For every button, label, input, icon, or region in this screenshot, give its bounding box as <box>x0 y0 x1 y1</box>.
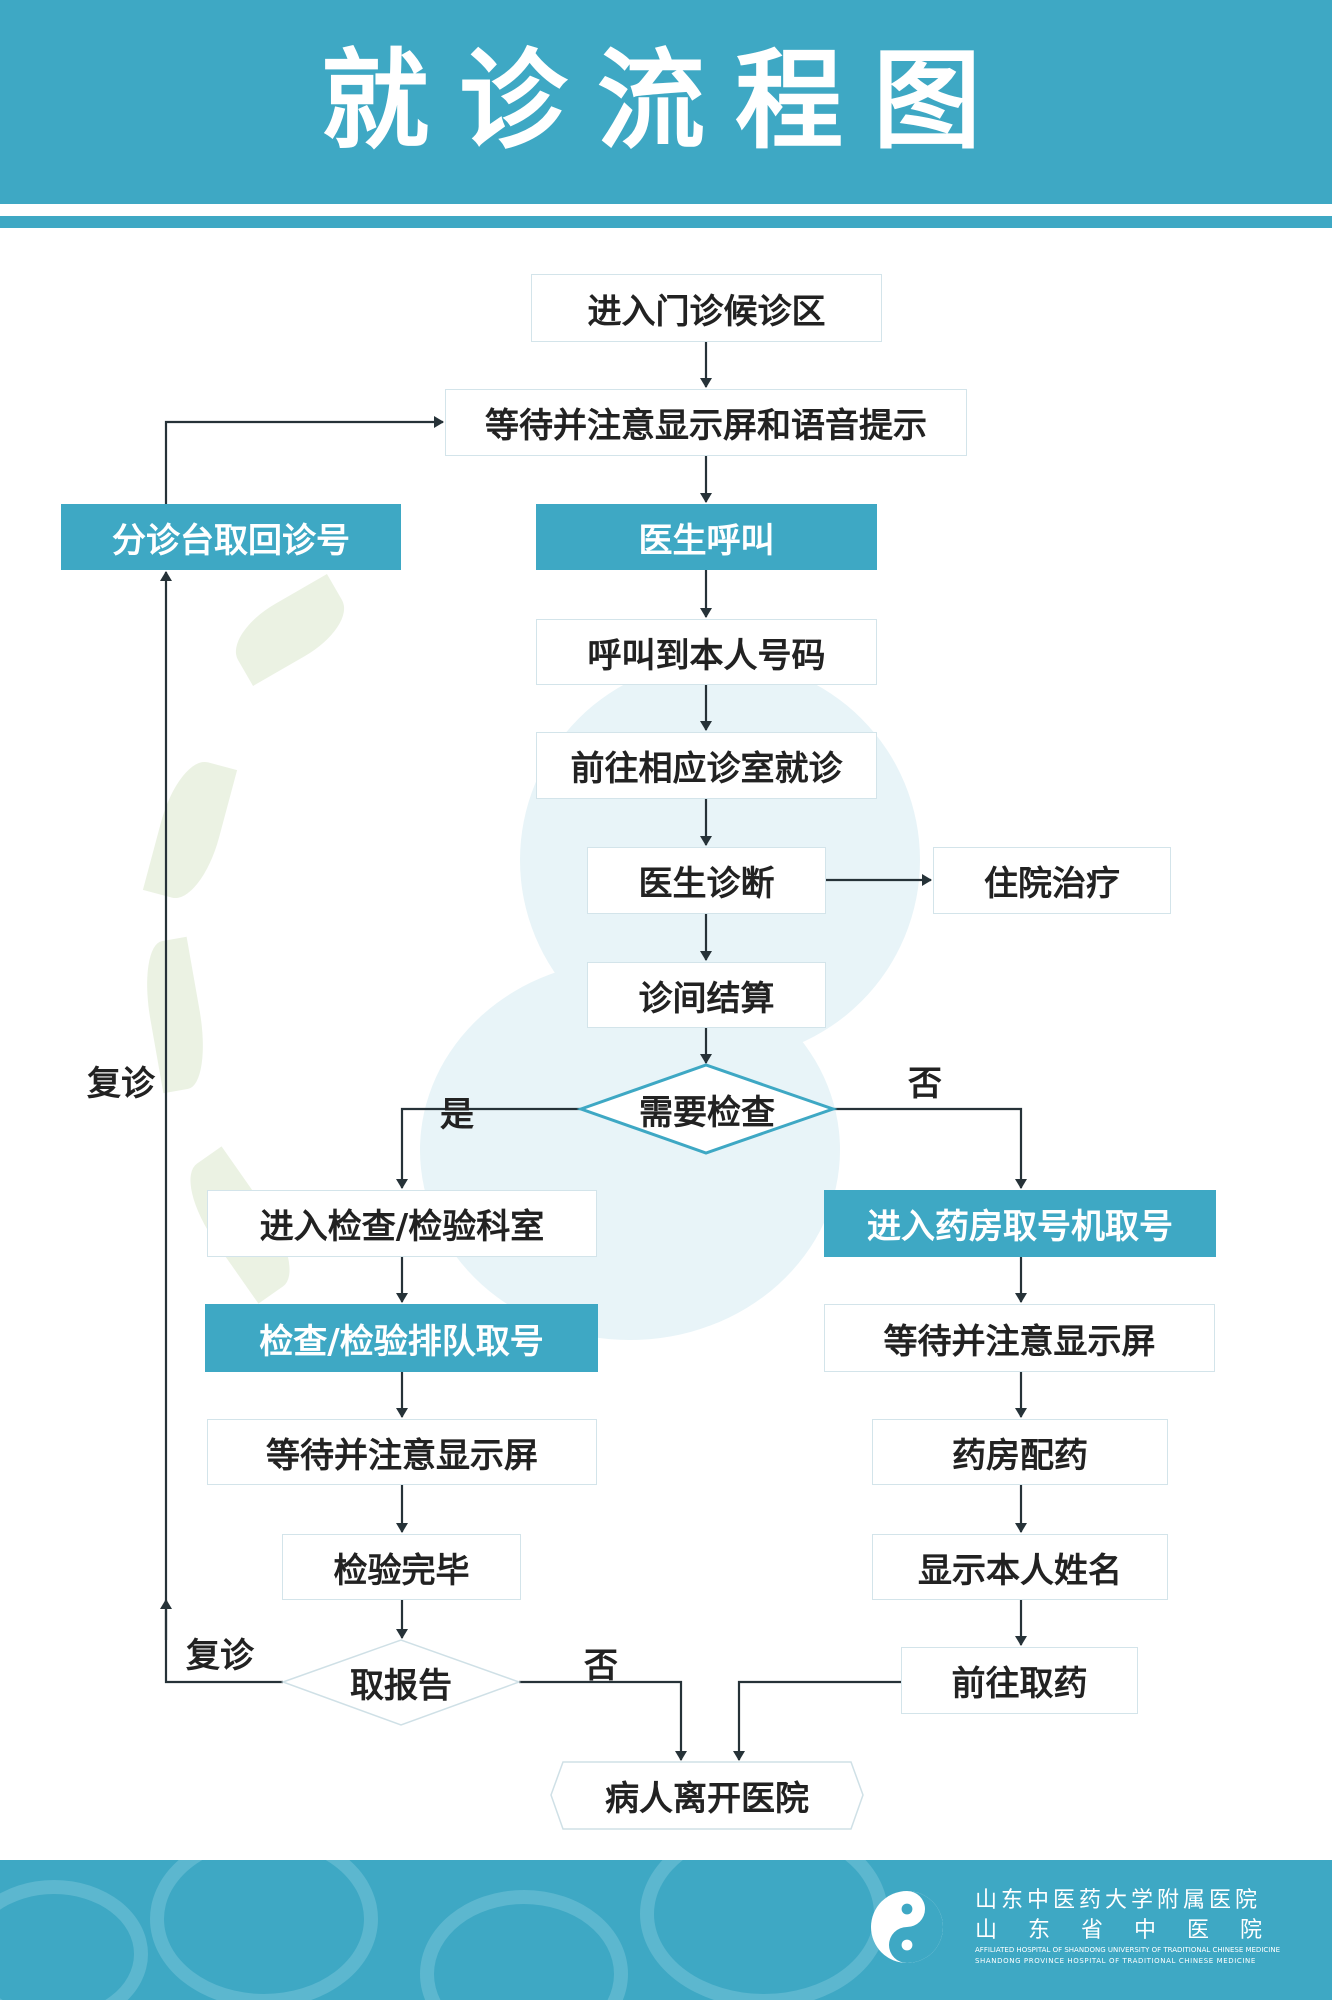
logo-name-en-1: AFFILIATED HOSPITAL OF SHANDONG UNIVERSI… <box>975 1946 1280 1954</box>
node-wait-screen-voice: 等待并注意显示屏和语音提示 <box>445 389 967 456</box>
logo-name-cn-2: 山东省中医院 <box>975 1918 1294 1943</box>
node-diagnosis: 医生诊断 <box>587 847 826 914</box>
decision-get-report: 取报告 <box>350 1666 452 1706</box>
decision-need-exam: 需要检查 <box>639 1092 775 1133</box>
cloud-pattern <box>640 1860 888 2000</box>
node-hospitalization: 住院治疗 <box>933 847 1171 914</box>
node-enter-exam-dept: 进入检查/检验科室 <box>207 1190 597 1257</box>
header-stripe <box>0 216 1332 228</box>
logo-name-cn-1: 山东中医药大学附属医院 <box>975 1888 1262 1913</box>
logo-name-en-2: SHANDONG PROVINCE HOSPITAL OF TRADITIONA… <box>975 1957 1256 1965</box>
cloud-pattern <box>0 1880 148 2000</box>
node-get-medicine: 前往取药 <box>901 1647 1138 1714</box>
decision-need-exam-shape <box>576 1063 838 1155</box>
node-pharmacy-ticket: 进入药房取号机取号 <box>824 1190 1216 1257</box>
node-exam-queue: 检查/检验排队取号 <box>205 1304 598 1372</box>
node-exam-done: 检验完毕 <box>282 1534 521 1600</box>
node-call-my-number: 呼叫到本人号码 <box>536 619 877 685</box>
decision-get-report-shape <box>280 1639 522 1726</box>
header-banner <box>0 0 1332 204</box>
edge-label-revisit-bottom: 复诊 <box>186 1636 254 1676</box>
edge-label-yes: 是 <box>440 1095 474 1135</box>
node-pharmacy-wait-screen: 等待并注意显示屏 <box>824 1304 1215 1372</box>
terminal-leave-shape <box>550 1761 864 1830</box>
edge-label-no-bottom: 否 <box>584 1646 618 1686</box>
node-settlement: 诊间结算 <box>587 962 826 1028</box>
node-show-name: 显示本人姓名 <box>872 1534 1168 1600</box>
terminal-leave: 病人离开医院 <box>605 1779 809 1819</box>
node-go-consult-room: 前往相应诊室就诊 <box>536 732 877 799</box>
node-doctor-call: 医生呼叫 <box>536 504 877 570</box>
footer-banner: 山东中医药大学附属医院 山东省中医院 AFFILIATED HOSPITAL O… <box>0 1860 1332 2000</box>
cloud-pattern <box>150 1860 378 2000</box>
node-dispense: 药房配药 <box>872 1419 1168 1485</box>
cloud-pattern <box>420 1890 628 2000</box>
node-exam-wait-screen: 等待并注意显示屏 <box>207 1419 597 1485</box>
edge-label-no-right: 否 <box>908 1064 942 1104</box>
page-title: 就诊流程图 <box>320 39 1011 164</box>
node-triage-recall: 分诊台取回诊号 <box>61 504 401 570</box>
yin-yang-logo-icon <box>871 1891 943 1963</box>
node-enter-waiting: 进入门诊候诊区 <box>531 274 882 342</box>
edge-label-revisit-top: 复诊 <box>87 1064 155 1104</box>
